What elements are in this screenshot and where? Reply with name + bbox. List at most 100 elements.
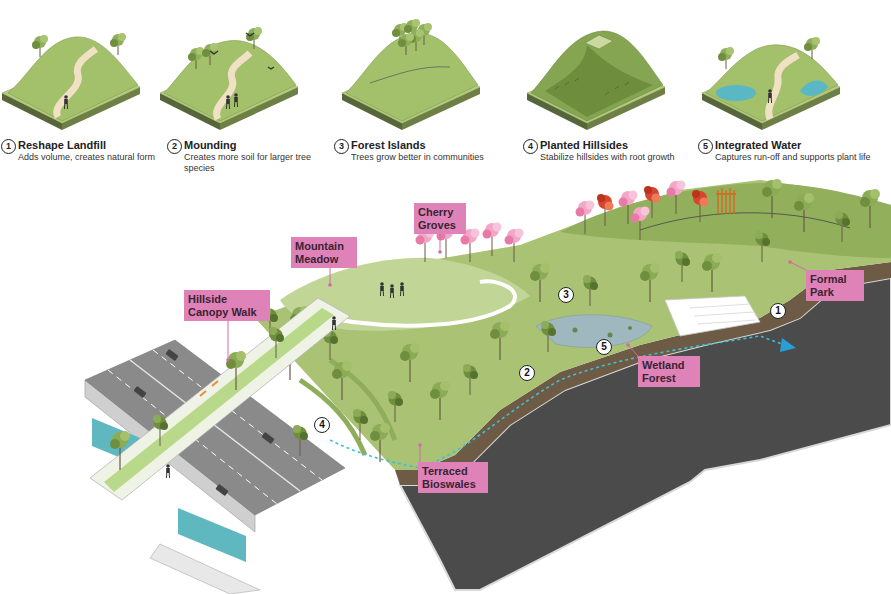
callout-number: 5	[596, 339, 612, 355]
park-terrain	[255, 180, 891, 470]
mound	[706, 45, 838, 121]
tree-planting	[263, 179, 880, 462]
contour-line	[370, 67, 450, 83]
cherry-tree	[576, 201, 595, 235]
person	[332, 316, 336, 330]
leader-line	[228, 321, 229, 360]
tree	[755, 231, 770, 262]
footpath	[769, 55, 798, 119]
mound	[164, 41, 296, 121]
footpath	[217, 53, 250, 119]
tree	[400, 343, 420, 382]
step-illustration	[160, 27, 298, 130]
tree	[804, 37, 820, 59]
map-label: Mountain Meadow	[291, 237, 357, 268]
tree	[398, 33, 414, 55]
person	[768, 89, 772, 103]
leader-dot	[328, 283, 332, 287]
footpath	[57, 49, 96, 117]
tree	[702, 253, 722, 292]
tree	[640, 263, 660, 302]
step-caption: 3Forest IslandsTrees grow better in comm…	[334, 139, 519, 163]
map-label: Formal Park	[806, 270, 864, 301]
cherry-tree	[505, 229, 524, 263]
caption-heading: Planted Hillsides	[540, 139, 693, 152]
water-flow-line	[420, 336, 782, 468]
step-illustration	[342, 19, 480, 130]
tree	[188, 47, 204, 69]
red-tree	[597, 194, 614, 226]
water-flow-line	[330, 440, 420, 468]
tree	[110, 431, 130, 470]
leader-dot	[418, 443, 422, 447]
caption-heading: Forest Islands	[351, 139, 519, 152]
caption-text: Captures run-off and supports plant life	[715, 152, 886, 163]
tree	[835, 211, 850, 242]
leader-line	[330, 268, 331, 285]
root-texture	[555, 78, 629, 95]
car	[261, 432, 274, 444]
leader-dot	[788, 260, 792, 264]
cherry-tree	[667, 181, 686, 215]
walk-accent	[200, 381, 218, 396]
map-label: Wetland Forest	[638, 356, 700, 387]
step-caption: 1Reshape LandfillAdds volume, creates na…	[1, 139, 161, 163]
step-illustration	[2, 33, 140, 130]
person	[64, 95, 68, 109]
callout-number: 5	[597, 340, 611, 354]
leader-line	[628, 345, 638, 356]
lily-pad	[573, 328, 578, 333]
callout-number: 3	[334, 139, 349, 154]
tree	[32, 35, 48, 57]
upper-hill	[560, 183, 891, 258]
leader-lines	[226, 234, 806, 462]
map-label: Hillside Canopy Walk	[184, 290, 270, 321]
leader-line	[790, 262, 806, 270]
person	[234, 93, 238, 107]
hill-path	[640, 213, 850, 230]
step-illustration	[527, 31, 665, 130]
callout-number: 3	[559, 288, 573, 302]
map-label: Cherry Groves	[414, 203, 466, 234]
callout-number: 2	[167, 139, 182, 154]
tree	[202, 43, 218, 65]
person	[226, 95, 230, 109]
caption-text: Adds volume, creates natural form	[18, 152, 161, 163]
person	[390, 284, 394, 298]
car	[215, 484, 228, 496]
wall-base	[150, 544, 260, 594]
leader-line	[440, 234, 441, 252]
label-text: Cherry Groves	[418, 206, 462, 231]
water-flow-arrow	[780, 338, 796, 352]
canopy-walk-deck	[90, 298, 350, 500]
callout-number: 5	[698, 139, 713, 154]
planted-plateau	[585, 35, 613, 49]
callout-number: 1	[770, 303, 786, 319]
label-text: Terraced Bioswales	[422, 465, 484, 490]
callout-number: 2	[519, 365, 535, 381]
callout-number: 4	[315, 418, 329, 432]
tree	[860, 189, 880, 228]
label-text: Wetland Forest	[642, 359, 696, 384]
leader-dot	[438, 250, 442, 254]
callout-number: 4	[314, 417, 330, 433]
tree	[269, 327, 284, 358]
label-text: Mountain Meadow	[295, 240, 353, 265]
mound	[346, 33, 478, 121]
cherry-tree	[631, 207, 650, 241]
planted-hillside	[531, 31, 663, 121]
tree	[370, 423, 390, 462]
tree	[388, 391, 403, 422]
caption-text: Creates more soil for larger tree specie…	[184, 152, 317, 174]
callout-number: 1	[771, 304, 785, 318]
car	[133, 386, 146, 398]
planted-slope	[545, 45, 653, 117]
callout-number: 3	[558, 287, 574, 303]
formal-plaza	[665, 296, 760, 336]
tree	[463, 364, 478, 395]
leader-dot	[226, 358, 230, 362]
plaza-steps	[690, 304, 756, 324]
caption-heading: Integrated Water	[715, 139, 886, 152]
